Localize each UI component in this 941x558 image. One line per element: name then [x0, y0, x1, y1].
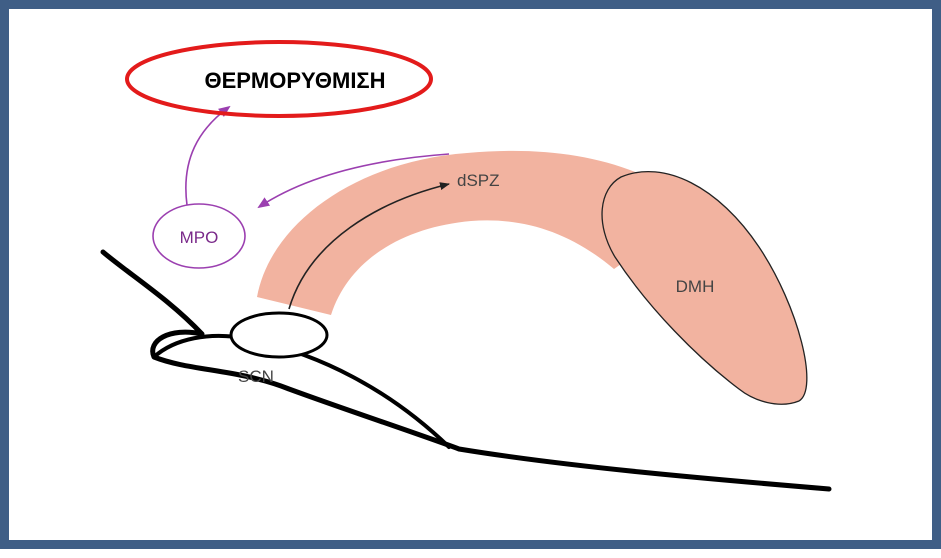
ventricle-outline [100, 249, 832, 492]
thermoregulation-title: ΘΕΡΜΟΡΥΘΜΙΣΗ [204, 68, 385, 93]
title-highlight-ellipse [125, 40, 433, 118]
mpo-nucleus [152, 203, 246, 269]
scn-to-dspz-arrow [288, 182, 450, 310]
dmh-label: DMH [676, 277, 715, 296]
dspz-band [257, 150, 699, 315]
mpo-to-thermoregulation-arrow [185, 105, 231, 206]
mpo-label: MPO [180, 228, 219, 247]
hypothalamus-diagram: ΘΕΡΜΟΡΥΘΜΙΣΗ dSPZ MPO DMH SCN [100, 40, 832, 492]
scn-label: SCN [238, 367, 274, 386]
dspz-label: dSPZ [457, 171, 500, 190]
dspz-to-mpo-arrow [257, 153, 450, 209]
scn-nucleus [229, 311, 329, 359]
dmh-region [601, 170, 808, 405]
